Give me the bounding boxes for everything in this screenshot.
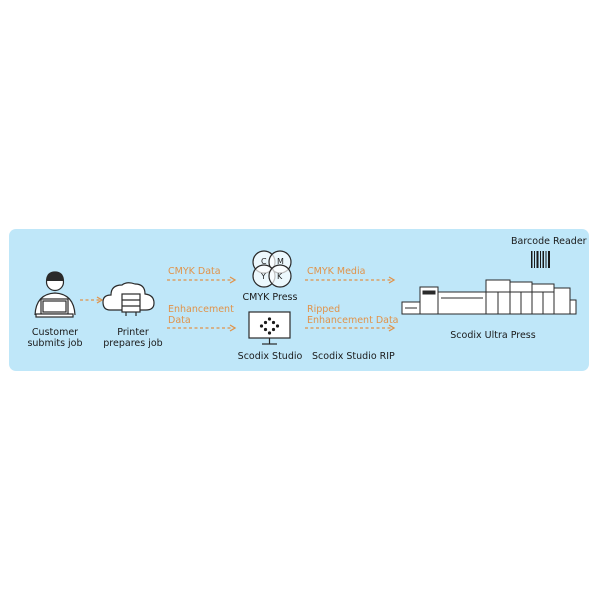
- cmyk-circles-icon: [252, 250, 292, 288]
- arrow-enhancement-data: [167, 324, 237, 332]
- arrow-cmyk-data: [167, 276, 237, 284]
- arrow-customer-to-printer: [80, 296, 104, 304]
- cmyk-press-label: CMYK Press: [242, 292, 298, 303]
- customer-label-line2: submits job: [27, 338, 83, 349]
- scodix-studio-label: Scodix Studio: [237, 351, 303, 362]
- arrow-ripped-enhancement: [305, 324, 396, 332]
- ultra-press-label: Scodix Ultra Press: [450, 330, 536, 341]
- enhancement-data-line1: Enhancement: [168, 304, 234, 315]
- arrow-cmyk-media: [305, 276, 396, 284]
- ultra-press-machine-icon: [401, 279, 577, 315]
- cmyk-letter-c: C: [261, 257, 267, 266]
- customer-label-line1: Customer: [31, 327, 79, 338]
- enhancement-data-label: Enhancement Data: [168, 304, 234, 326]
- customer-label: Customer submits job: [22, 327, 88, 349]
- enhancement-data-line2: Data: [168, 315, 191, 326]
- cmyk-media-label: CMYK Media: [307, 266, 366, 277]
- cmyk-letter-m: M: [277, 257, 284, 266]
- scodix-logo-icon: [259, 317, 280, 335]
- printer-label-line1: Printer: [117, 327, 149, 338]
- printer-label: Printer prepares job: [98, 327, 168, 349]
- ripped-enhancement-line2: Enhancement Data: [307, 315, 399, 326]
- cmyk-data-label: CMYK Data: [168, 266, 221, 277]
- ripped-enhancement-label: Ripped Enhancement Data: [307, 304, 399, 326]
- barcode-reader-label: Barcode Reader: [511, 236, 587, 247]
- customer-icon: [34, 271, 76, 318]
- scodix-studio-rip-label: Scodix Studio RIP: [312, 351, 395, 362]
- barcode-icon: [531, 251, 550, 268]
- monitor-icon: [248, 311, 291, 345]
- cmyk-letter-k: K: [277, 272, 283, 281]
- cloud-server-icon: [102, 282, 155, 316]
- ripped-enhancement-line1: Ripped: [307, 304, 341, 315]
- printer-label-line2: prepares job: [103, 338, 163, 349]
- cmyk-letter-y: Y: [260, 272, 266, 281]
